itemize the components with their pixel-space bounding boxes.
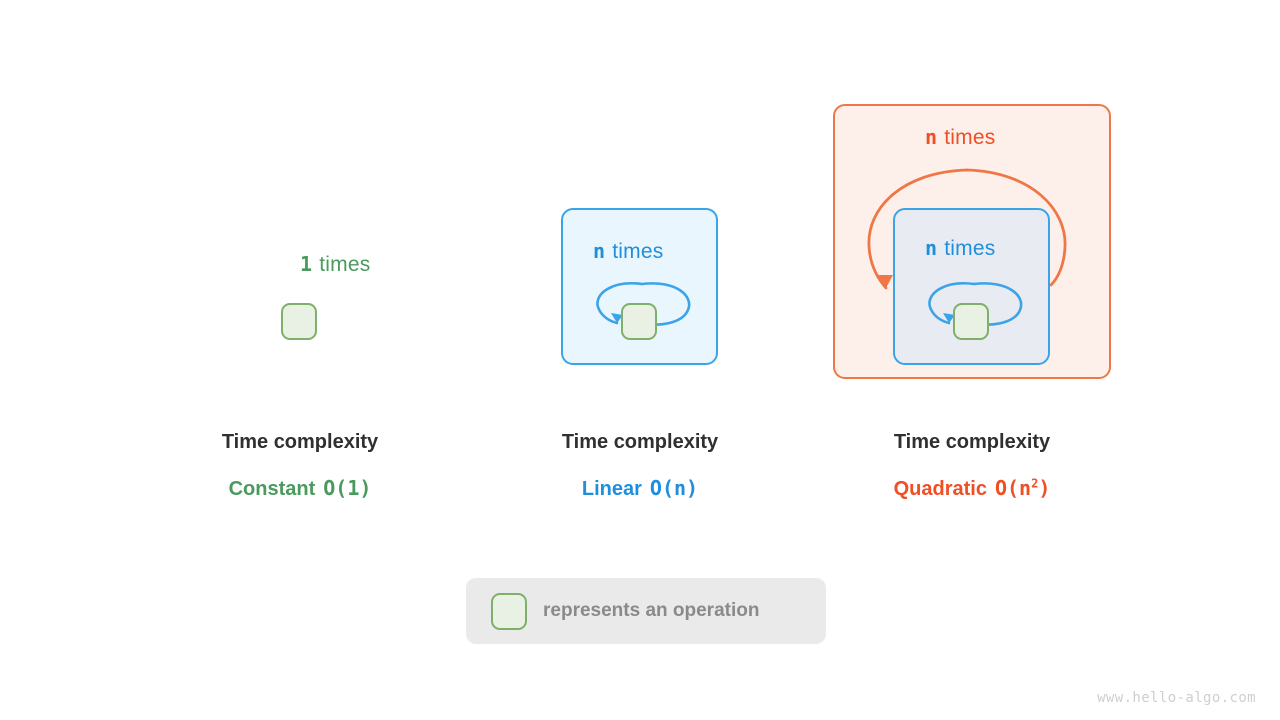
caption-value-quadratic: Quadratic O(n2) [762,476,1182,500]
complexity-name: Quadratic [893,478,987,500]
bigo-suffix: ) [1038,476,1051,500]
loop-count-value: 1 [300,252,313,276]
loop-count-word: times [612,240,664,263]
caption-title-constant: Time complexity [221,431,379,453]
loop-count-value: n [925,125,938,149]
loop-box-linear [561,208,718,365]
operation-square [621,303,657,340]
loop-count-word: times [319,253,371,276]
loop-count-word: times [944,126,996,149]
watermark: www.hello-algo.com [1097,690,1256,706]
operation-square-icon [491,593,527,630]
loop-count-word: times [944,237,996,260]
complexity-name: Linear [581,478,642,500]
loop-count-value: n [925,236,938,260]
caption-title-quadratic: Time complexity [893,431,1051,453]
panel-constant: 1 times Time complexity Constant O(1) [90,0,510,720]
loop-count-label-constant: 1 times [300,254,370,275]
operation-square [281,303,317,340]
complexity-bigo: O(n) [649,476,699,500]
loop-box-inner-quadratic [893,208,1050,365]
complexity-name: Constant [228,478,316,500]
bigo-exponent: 2 [1031,476,1039,491]
caption-title-linear: Time complexity [561,431,719,453]
complexity-bigo: O(1) [323,476,372,500]
legend-label: represents an operation [543,600,760,621]
loop-count-value: n [593,239,606,263]
complexity-bigo: O(n2) [995,476,1050,500]
operation-square [953,303,989,340]
bigo-base: O(n [994,476,1032,500]
legend: represents an operation [466,578,826,644]
caption-value-linear: Linear O(n) [430,478,850,499]
caption-value-constant: Constant O(1) [90,478,510,499]
